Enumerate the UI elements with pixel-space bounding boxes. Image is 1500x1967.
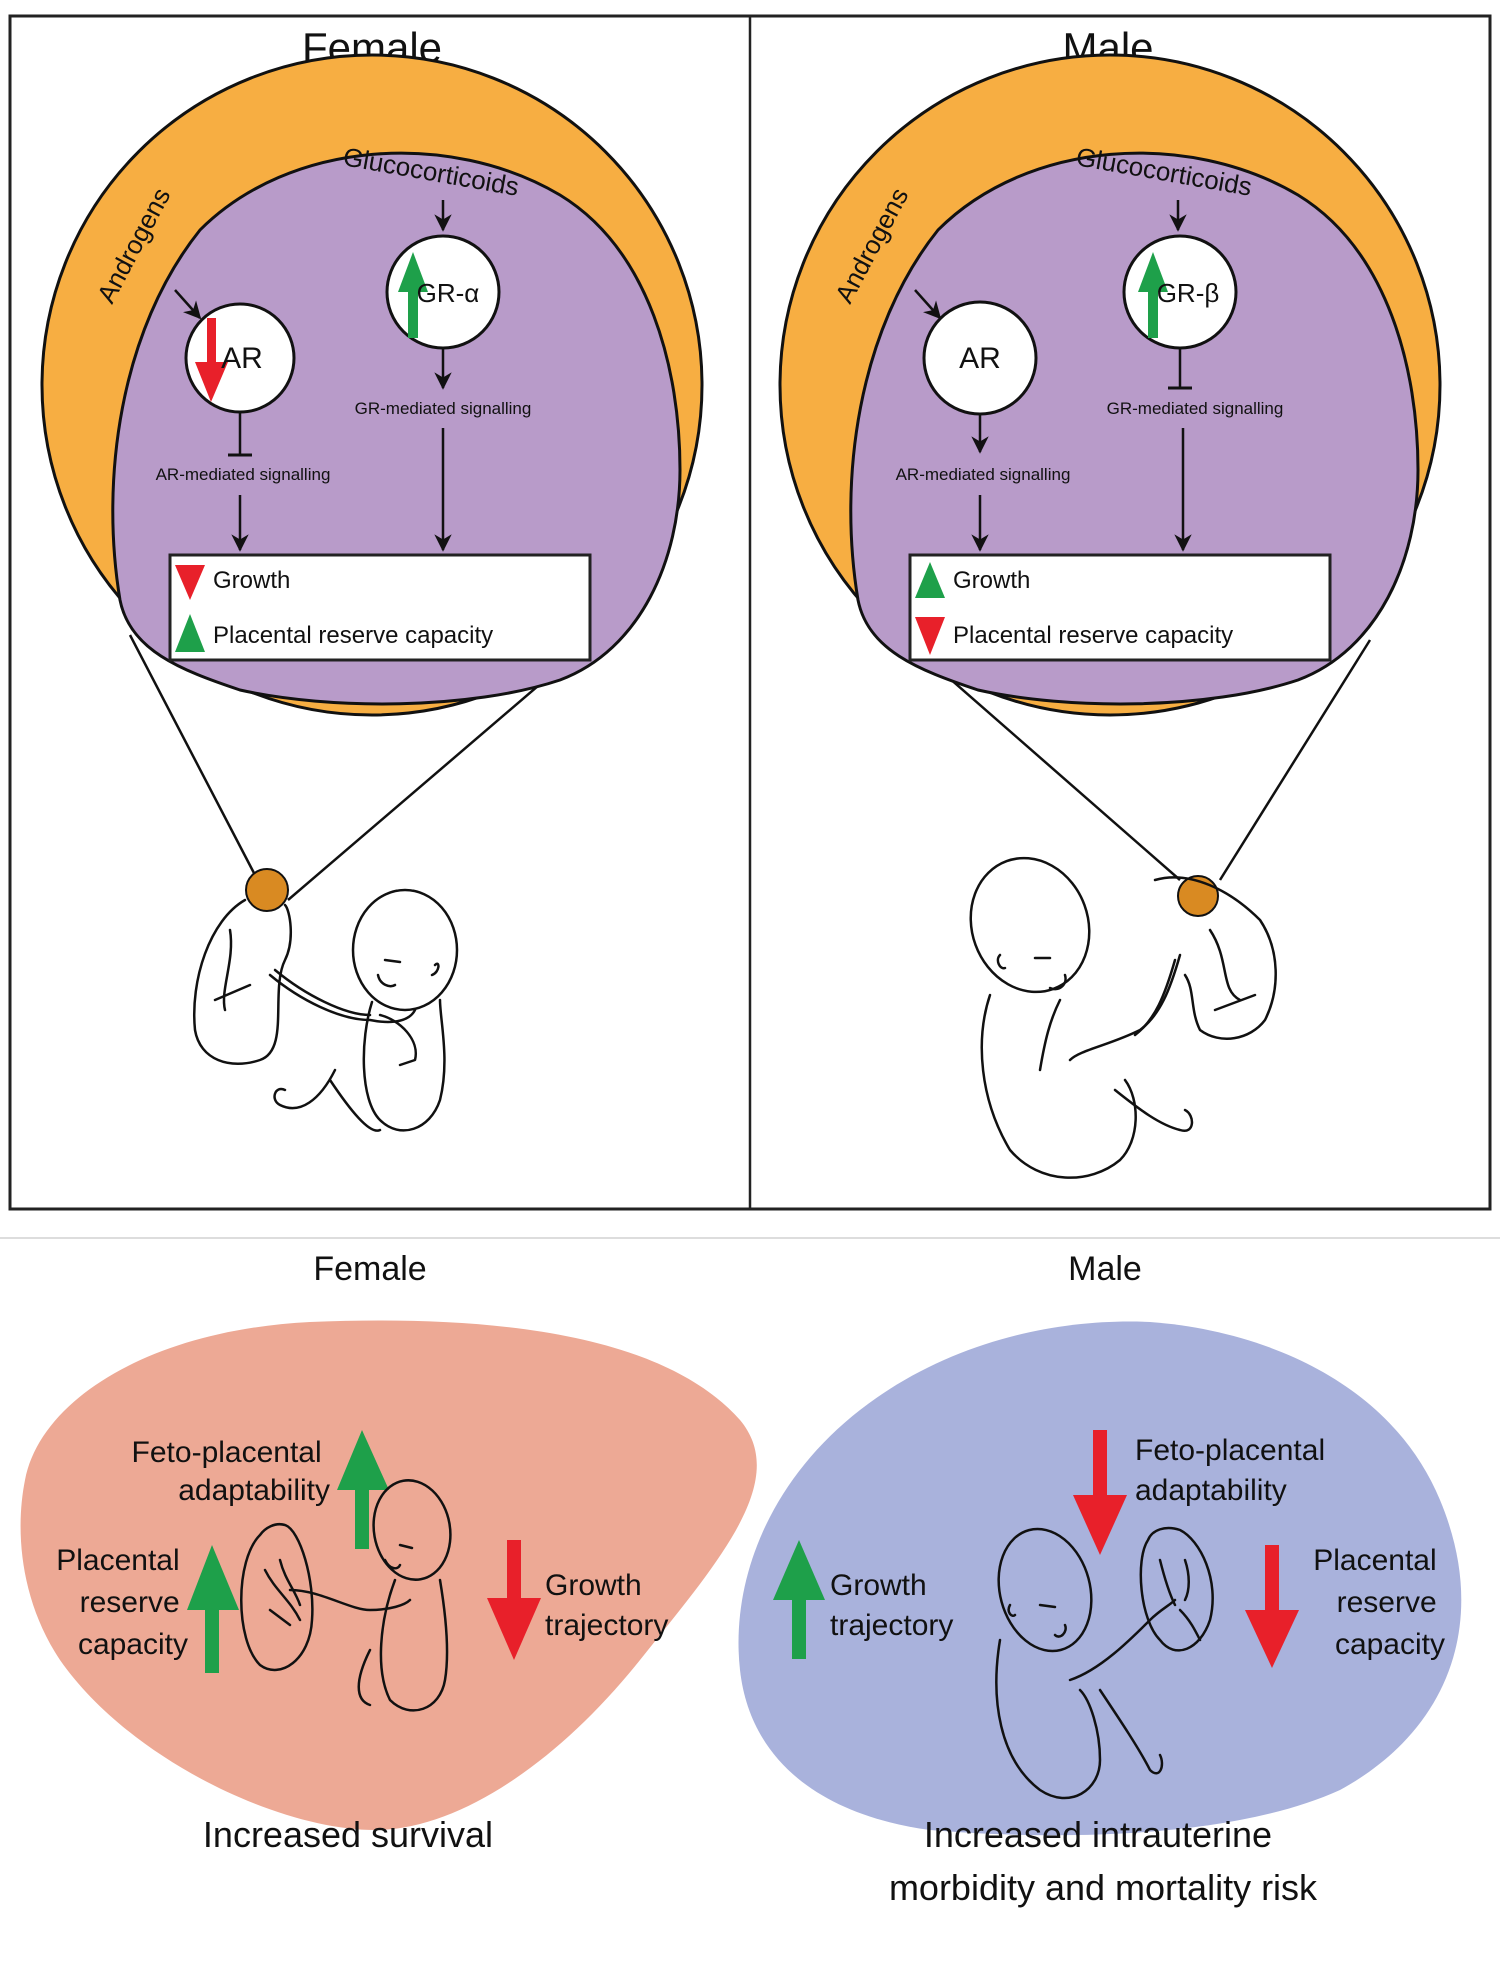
- fetus-illustration: [969, 856, 1277, 1179]
- male-outcome-blob: [738, 1321, 1462, 1836]
- growth-up-arrow-icon: [773, 1540, 825, 1659]
- zoom-line: [287, 649, 581, 901]
- outcome-box: [168, 553, 592, 662]
- ar-signalling-label: AR-mediated signalling: [896, 465, 1071, 484]
- adaptability-down-arrow-icon: [1073, 1430, 1127, 1555]
- outcome-box: [908, 553, 1332, 662]
- gr-signalling-label: GR-mediated signalling: [355, 399, 532, 418]
- gr-beta-label: GR-β: [1157, 278, 1220, 308]
- fetus-illustration: [193, 868, 459, 1132]
- adaptability-up-arrow-icon: [337, 1430, 389, 1549]
- growth-up-icon: [915, 562, 945, 598]
- outcome-growth: Growth: [953, 567, 1030, 594]
- growth-down-arrow-icon: [487, 1540, 541, 1660]
- bottom-panel-male: Male Feto-placental adaptability Growth …: [738, 1250, 1462, 1908]
- top-panel-male: Male Androgens Glucocorticoids AR GR-β A…: [778, 24, 1442, 1179]
- ar-down-arrow-icon: [195, 318, 228, 402]
- growth-down-icon: [175, 565, 205, 600]
- ar-signalling-label: AR-mediated signalling: [156, 465, 331, 484]
- reserve-up-icon: [175, 614, 205, 652]
- reserve-up-arrow-icon: [187, 1545, 239, 1673]
- outcome-text: Increased survival: [203, 1814, 493, 1855]
- fetus-illustration: [240, 1479, 452, 1712]
- androgens-arrow: [914, 289, 942, 320]
- outcome-placental-reserve: Placental reserve capacity: [953, 622, 1233, 649]
- ar-label: AR: [959, 342, 1001, 375]
- reserve-down-arrow-icon: [1245, 1545, 1299, 1668]
- factor-growth-label: Growth trajectory: [830, 1569, 953, 1642]
- zoom-line: [1218, 639, 1372, 881]
- fetus-illustration: [995, 1526, 1214, 1800]
- gr-up-arrow-icon: [398, 252, 428, 338]
- outcome-text: Increased intrauterine morbidity and mor…: [889, 1814, 1318, 1908]
- female-outcome-blob: [20, 1320, 757, 1830]
- outcome-growth: Growth: [213, 567, 290, 594]
- gr-up-arrow-icon: [1138, 252, 1168, 338]
- factor-adaptability-label: Feto-placental adaptability: [132, 1436, 330, 1507]
- panel-title: Female: [313, 1250, 426, 1288]
- factor-reserve-label: Placental reserve capacity: [1313, 1544, 1445, 1661]
- factor-adaptability-label: Feto-placental adaptability: [1135, 1434, 1333, 1507]
- outcome-placental-reserve: Placental reserve capacity: [213, 622, 493, 649]
- gr-signalling-label: GR-mediated signalling: [1107, 399, 1284, 418]
- reserve-down-icon: [915, 617, 945, 655]
- ar-label: AR: [221, 342, 263, 375]
- gr-alpha-label: GR-α: [417, 278, 480, 308]
- top-panel-female: Female Androgens Glucocorticoids AR GR-α: [40, 24, 704, 1132]
- bottom-panel-female: Female Feto-placental adaptability Place…: [20, 1250, 757, 1855]
- factor-growth-label: Growth trajectory: [545, 1569, 668, 1642]
- zoom-line: [128, 634, 257, 876]
- factor-reserve-label: Placental reserve capacity: [56, 1544, 188, 1661]
- androgens-arrow: [174, 289, 202, 320]
- panel-title: Male: [1068, 1250, 1142, 1288]
